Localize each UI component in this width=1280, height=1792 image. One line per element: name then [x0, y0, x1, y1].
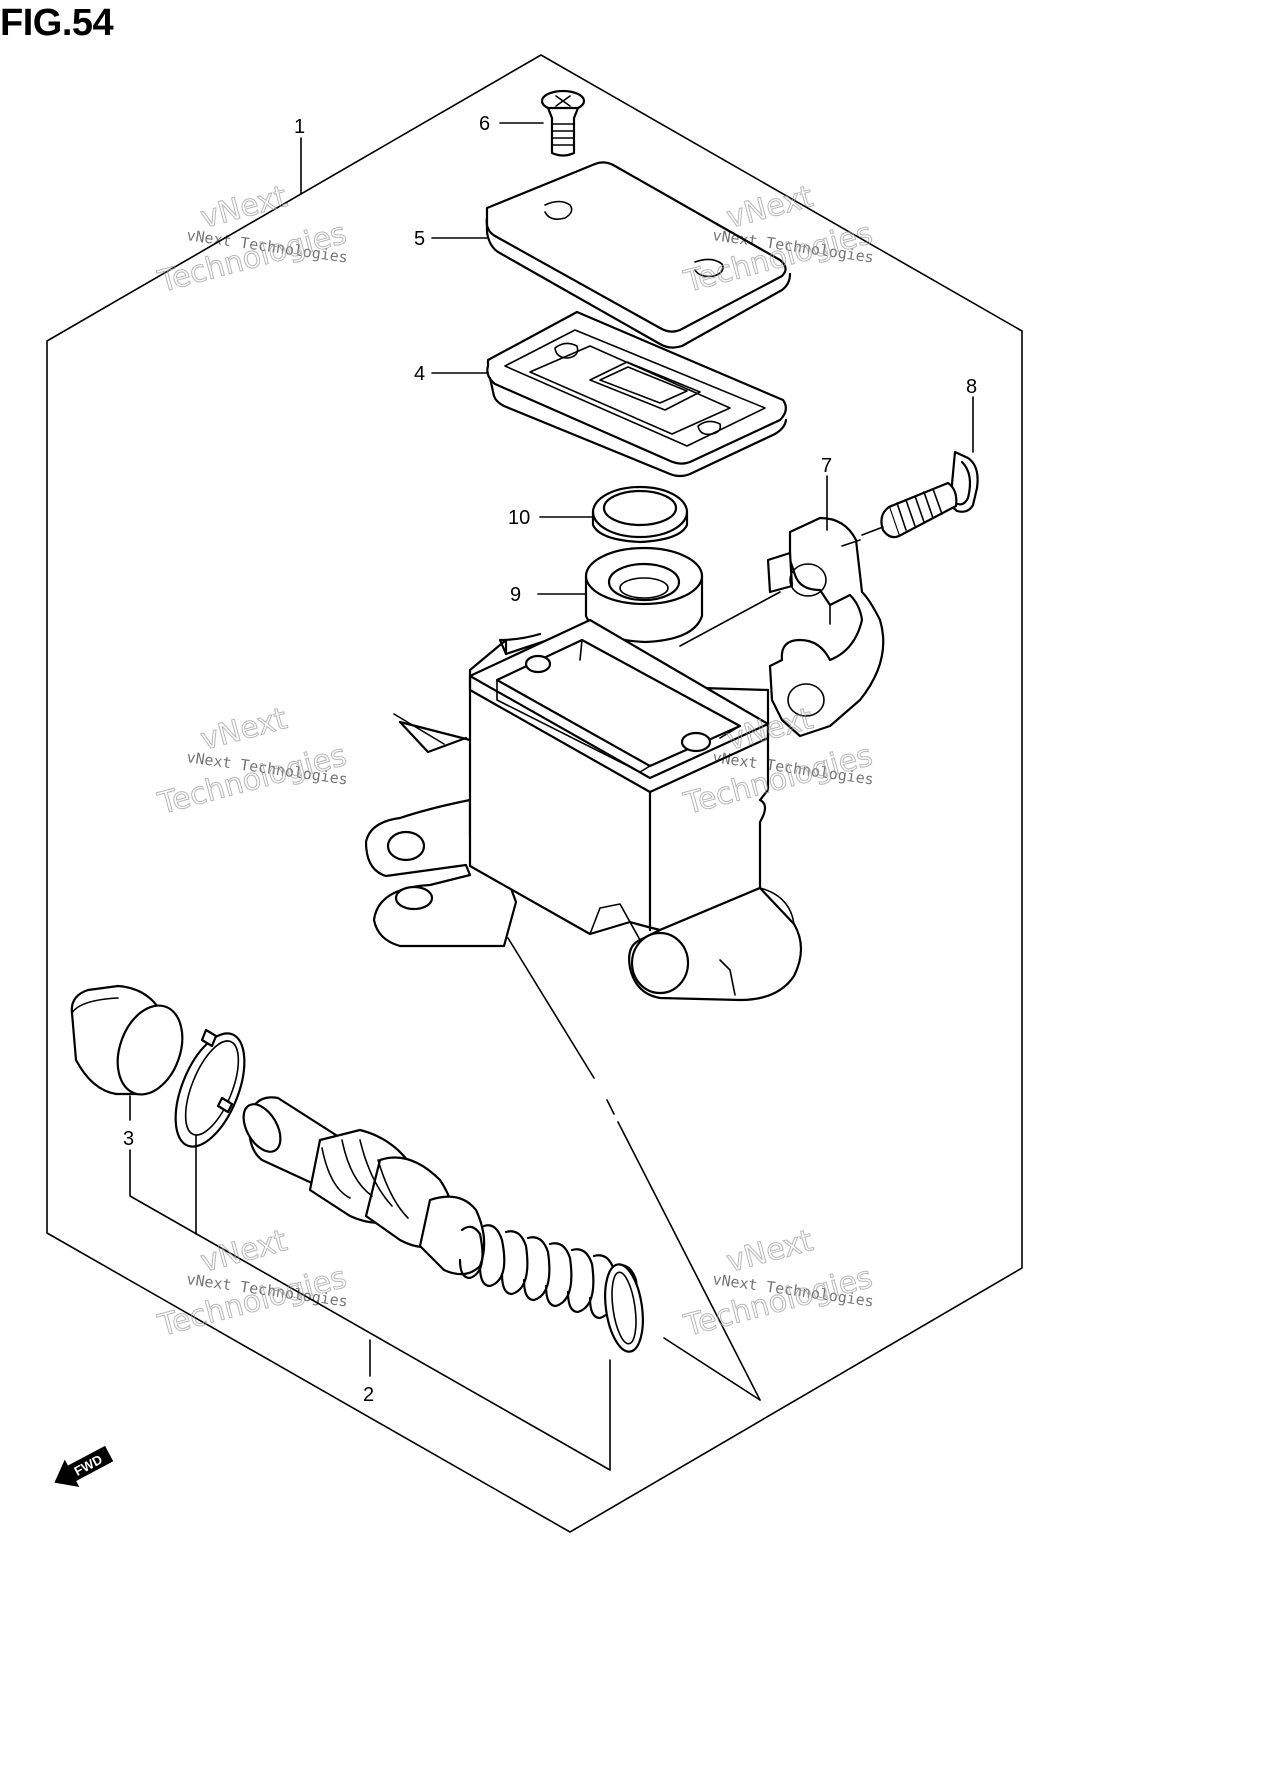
guide-line-triangle: [393, 713, 445, 745]
watermark-mid-left: vNext Technologies vNext Technologies: [154, 701, 351, 823]
svg-text:vNext: vNext: [723, 179, 817, 236]
fwd-arrow-icon: FWD: [54, 1445, 114, 1487]
part-10-washer[interactable]: [591, 485, 689, 544]
part-6-screw[interactable]: [540, 89, 586, 157]
callout-9: 9: [510, 584, 521, 606]
guide-line-bolt-clamp: [841, 539, 861, 547]
callout-1: 1: [294, 116, 305, 138]
part-8-bolt[interactable]: [861, 450, 979, 539]
callout-2: 2: [363, 1384, 374, 1406]
callout-8: 8: [966, 376, 977, 398]
callout-3: 3: [123, 1128, 134, 1150]
part-9-boot[interactable]: [584, 546, 704, 644]
part-circlip[interactable]: [162, 1024, 259, 1156]
guide-line-clamp-body: [679, 591, 781, 647]
callout-4: 4: [414, 363, 425, 385]
svg-text:vNext: vNext: [723, 1223, 817, 1280]
watermark-bottom-left: vNext Technologies vNext Technologies: [154, 1223, 351, 1345]
fwd-label: FWD: [72, 1452, 105, 1479]
svg-text:vNext: vNext: [197, 701, 291, 758]
part-7-clamp[interactable]: [766, 516, 885, 738]
part-3-dust-boot[interactable]: [70, 984, 194, 1103]
part-2-piston-spring[interactable]: [236, 1096, 648, 1354]
watermark-top-left: vNext Technologies vNext Technologies: [154, 179, 351, 301]
assembly-frame: [46, 54, 1023, 1533]
guide-line-body-piston: [507, 937, 761, 1401]
leader-3: [129, 1095, 611, 1471]
svg-text:vNext: vNext: [197, 1223, 291, 1280]
callout-7: 7: [821, 455, 832, 477]
part-5-reservoir-cap[interactable]: [485, 161, 792, 349]
callout-10: 10: [508, 507, 530, 529]
master-cylinder-body[interactable]: [364, 618, 803, 1002]
callout-5: 5: [414, 228, 425, 250]
watermark-bottom-right: vNext Technologies vNext Technologies: [680, 1223, 877, 1345]
part-4-diaphragm[interactable]: [486, 310, 788, 478]
figure-title: FIG.54: [0, 2, 114, 44]
callout-6: 6: [479, 113, 490, 135]
guide-line-bore-lower: [663, 1337, 761, 1401]
